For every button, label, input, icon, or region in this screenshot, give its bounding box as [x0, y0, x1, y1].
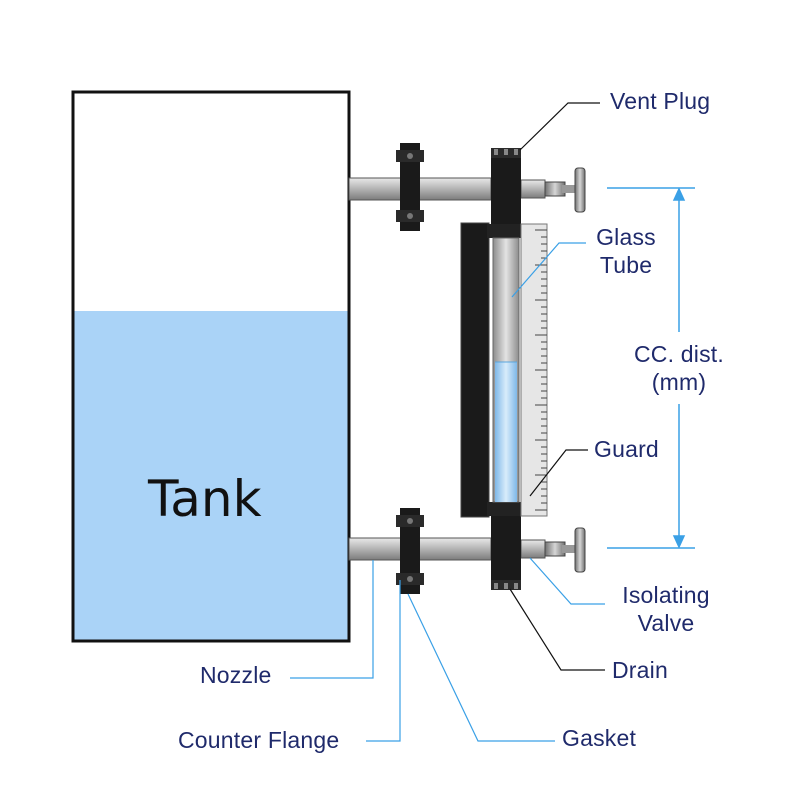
- bottom-isolating-valve: [544, 527, 586, 573]
- cc-dist-label-line1: CC. dist.: [634, 341, 724, 367]
- tank-outline: [71, 90, 351, 643]
- guard-plate: [461, 223, 489, 517]
- gasket-leader: [407, 593, 555, 742]
- glass-tube-label-line2: Tube: [599, 251, 653, 278]
- guard-label: Guard: [594, 436, 659, 462]
- top-valve-body: [487, 148, 525, 238]
- counter-flange-label: Counter Flange: [178, 727, 340, 753]
- top-isolating-valve: [544, 167, 586, 213]
- vent-plug-leader: [519, 102, 600, 151]
- scale-strip: [520, 223, 548, 517]
- nozzle-label: Nozzle: [200, 662, 272, 688]
- tube-liquid: [495, 362, 517, 502]
- guard-leader: [529, 449, 588, 497]
- isolating-valve-label: Isolating Valve: [608, 582, 724, 637]
- nozzle-leader: [290, 560, 374, 679]
- isolating-valve-leader: [529, 557, 605, 605]
- tank-liquid: [73, 311, 349, 641]
- bottom-nozzle: [348, 537, 546, 561]
- bottom-valve-body: [487, 502, 525, 590]
- bottom-flange: [396, 508, 424, 594]
- glass-tube-leader: [511, 242, 586, 298]
- vent-plug-label: Vent Plug: [610, 88, 711, 114]
- glass-tube-label: Glass Tube: [588, 224, 664, 279]
- tank: [71, 90, 351, 643]
- cc-dist-label: CC. dist. (mm): [612, 341, 746, 396]
- isolating-valve-label-line2: Valve: [637, 609, 695, 636]
- isolating-valve-label-line1: Isolating: [622, 582, 710, 608]
- glass-tube: [492, 237, 520, 503]
- drain-leader: [509, 588, 605, 671]
- cc-dimension: [607, 187, 695, 549]
- top-flange: [396, 143, 424, 231]
- tank-label: Tank: [148, 470, 262, 528]
- drain-label: Drain: [612, 657, 668, 683]
- gasket-label: Gasket: [562, 725, 637, 751]
- cc-dist-label-line2: (mm): [651, 368, 707, 395]
- counter-flange-leader: [366, 580, 401, 742]
- glass-tube-label-line1: Glass: [596, 224, 656, 250]
- leader-lines: [290, 102, 605, 742]
